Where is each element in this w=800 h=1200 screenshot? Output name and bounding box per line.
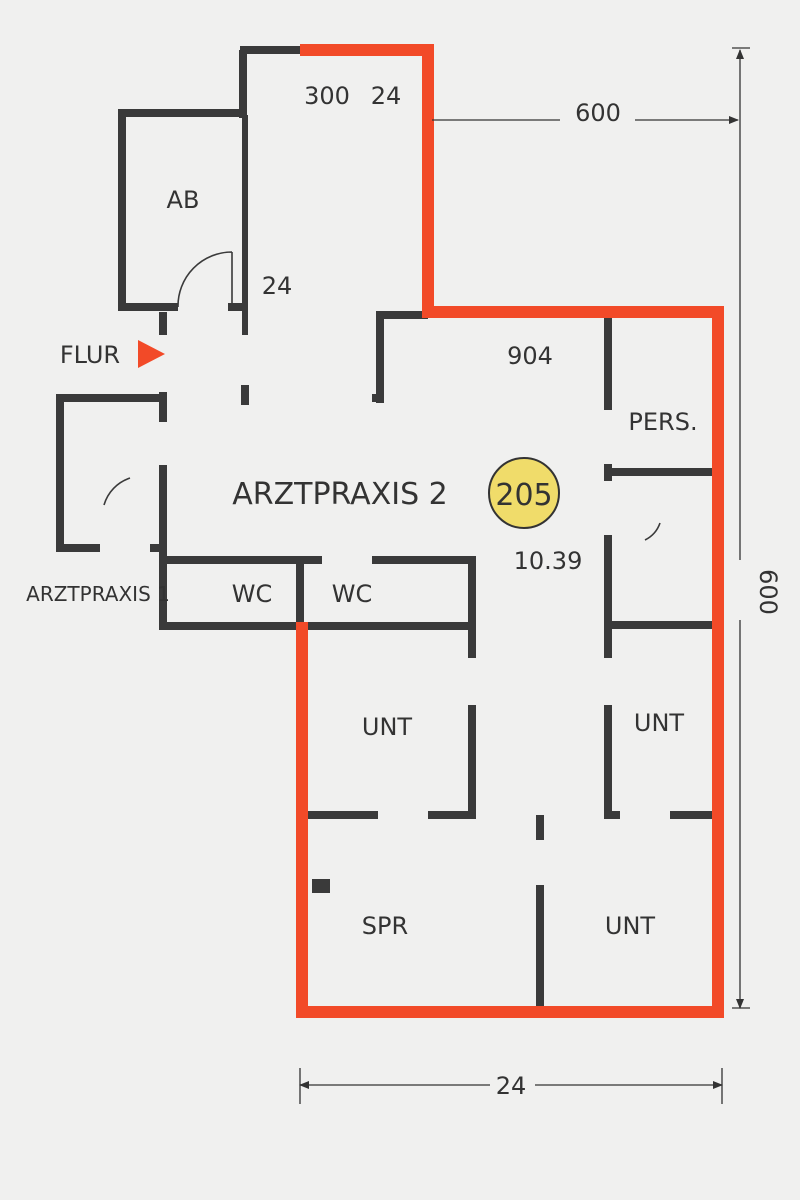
room-spr: SPR [362,912,408,940]
label-904: 904 [507,342,553,370]
room-ab: AB [167,186,200,214]
room-pers: PERS. [628,408,697,436]
room-wc-2: WC [332,580,373,608]
room-area: 10.39 [514,547,583,575]
room-unt-1: UNT [362,713,413,741]
room-arztpraxis-2: ARZTPRAXIS 2 [232,477,448,512]
walls [56,46,714,1008]
room-unt-3: UNT [605,912,656,940]
dimension-right: 600 [754,569,782,615]
dimension-top: 600 [575,99,621,127]
room-flur: FLUR [60,341,120,369]
label-300: 300 [304,82,350,110]
door-swing-pers [644,522,661,541]
doors [103,251,661,541]
entrance-arrow-icon [138,340,165,368]
dimension-lines [299,47,750,1104]
room-unt-2: UNT [634,709,685,737]
door-swing-arztpraxis-1 [103,477,131,506]
door-swing-ab [177,251,233,308]
room-wc-1: WC [232,580,273,608]
label-24-top: 24 [371,82,402,110]
unit-boundary [296,44,724,1018]
room-number-badge [488,457,560,529]
room-arztpraxis-1: ARZTPRAXIS 1 [26,582,170,606]
label-24-side: 24 [262,272,293,300]
dimension-bottom: 24 [496,1072,527,1100]
room-number: 205 [495,478,552,513]
